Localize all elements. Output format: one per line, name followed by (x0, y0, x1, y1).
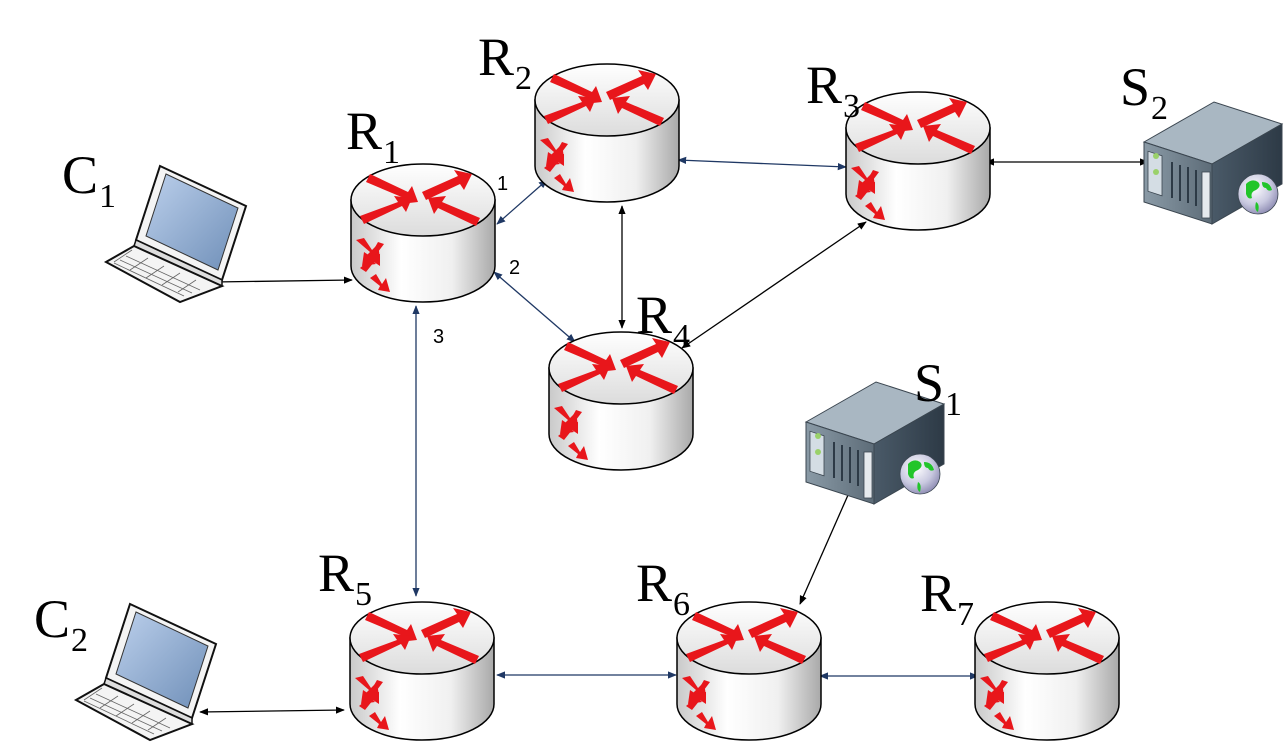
router-r4 (548, 328, 694, 474)
label-r7: R7 (920, 563, 975, 633)
label-r1: R1 (346, 101, 401, 171)
link-c2-r5 (199, 706, 345, 716)
label-r5: R5 (318, 543, 373, 613)
label-s1: S1 (914, 353, 963, 423)
label-c1: C1 (62, 145, 117, 215)
router-r5 (349, 598, 495, 744)
router-icon (845, 91, 991, 231)
link-r1-r2 (496, 179, 548, 225)
link-r2-r3 (677, 156, 847, 171)
laptop-icon (103, 164, 248, 304)
laptop-c1 (103, 162, 250, 304)
link-r3-r4 (681, 221, 867, 349)
label-r6: R6 (636, 553, 691, 623)
router-r1 (350, 160, 496, 306)
laptop-c2 (73, 600, 220, 742)
router-r3 (845, 88, 991, 234)
label-r4: R4 (636, 285, 691, 355)
port-label-2: 2 (509, 257, 521, 279)
server-s1 (800, 378, 948, 505)
link-c1-r1 (213, 276, 353, 286)
label-s2: S2 (1120, 57, 1169, 127)
router-icon (676, 601, 822, 741)
server-s2 (1138, 98, 1286, 225)
label-r3: R3 (806, 55, 861, 125)
link-r6-s1 (799, 485, 853, 605)
label-c2: C2 (34, 589, 89, 659)
router-icon (974, 601, 1120, 741)
router-icon (534, 63, 680, 203)
router-icon (548, 331, 694, 471)
web-server-icon (804, 381, 946, 505)
router-icon (349, 601, 495, 741)
port-label-1: 1 (497, 173, 509, 195)
router-r6 (676, 598, 822, 744)
router-icon (350, 163, 496, 303)
web-server-icon (1142, 101, 1284, 225)
label-r2: R2 (478, 27, 533, 97)
router-r2 (534, 60, 680, 206)
link-r1-r4 (493, 271, 576, 343)
port-label-3: 3 (433, 326, 445, 348)
laptop-icon (73, 602, 218, 742)
router-r7 (974, 598, 1120, 744)
